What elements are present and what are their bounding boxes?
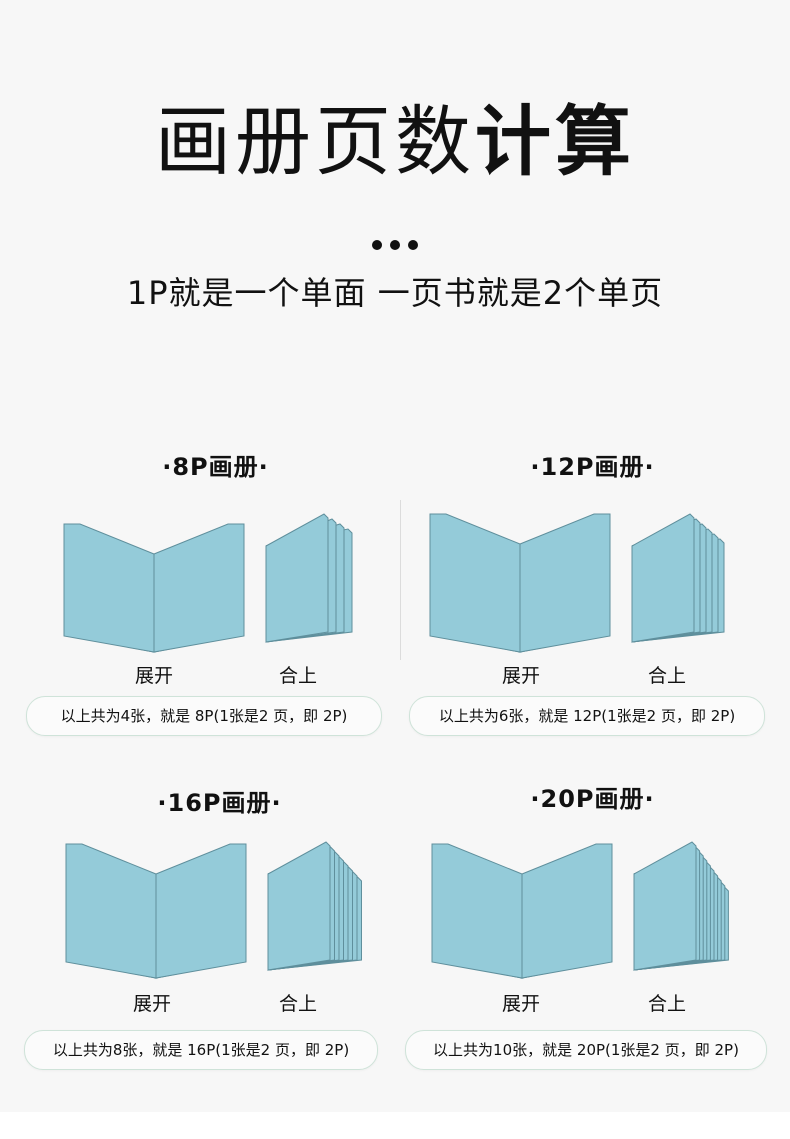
open-label: 展开 bbox=[501, 665, 540, 687]
brochure-block-8p: ·8P画册· 展开 合上 以上共为4张，就是 8P(1张是2 页，即 2P) bbox=[0, 450, 395, 750]
block-heading: ·8P画册· bbox=[162, 453, 269, 481]
open-label: 展开 bbox=[501, 993, 540, 1015]
open-book-icon bbox=[63, 523, 245, 653]
block-heading: ·16P画册· bbox=[157, 789, 282, 817]
note-pill: 以上共为4张，就是 8P(1张是2 页，即 2P) bbox=[26, 696, 382, 736]
closed-book-icon bbox=[267, 841, 362, 971]
open-book-icon bbox=[431, 843, 613, 979]
closed-label: 合上 bbox=[647, 665, 686, 687]
open-label: 展开 bbox=[134, 665, 173, 687]
note-pill: 以上共为6张，就是 12P(1张是2 页，即 2P) bbox=[409, 696, 765, 736]
closed-book-icon bbox=[265, 513, 353, 643]
subtitle: 1P就是一个单面 一页书就是2个单页 bbox=[126, 274, 664, 312]
closed-book-icon bbox=[633, 841, 729, 971]
brochure-block-12p: ·12P画册· 展开 合上 以上共为6张，就是 12P(1张是2 页，即 2P) bbox=[395, 450, 790, 750]
block-heading: ·20P画册· bbox=[530, 785, 655, 813]
closed-label: 合上 bbox=[278, 993, 317, 1015]
page-title: 画册页数计算 bbox=[0, 92, 790, 192]
brochure-block-16p: ·16P画册· 展开 合上 以上共为8张，就是 16P(1张是2 页，即 2P) bbox=[0, 784, 395, 1084]
column-divider bbox=[400, 500, 401, 660]
footer-band bbox=[0, 1112, 790, 1139]
note-pill: 以上共为8张，就是 16P(1张是2 页，即 2P) bbox=[24, 1030, 378, 1070]
closed-book-icon bbox=[631, 513, 725, 643]
note-pill: 以上共为10张，就是 20P(1张是2 页，即 2P) bbox=[405, 1030, 767, 1070]
closed-label: 合上 bbox=[278, 665, 317, 687]
ellipsis-icon bbox=[0, 240, 790, 250]
page-title-bold: 计算 bbox=[475, 97, 635, 186]
closed-label: 合上 bbox=[647, 993, 686, 1015]
open-label: 展开 bbox=[132, 993, 171, 1015]
brochure-block-20p: ·20P画册· 展开 合上 以上共为10张，就是 20P(1张是2 页，即 2P… bbox=[395, 784, 790, 1084]
page-title-light: 画册页数 bbox=[155, 97, 475, 186]
open-book-icon bbox=[65, 843, 247, 979]
block-heading: ·12P画册· bbox=[530, 453, 655, 481]
open-book-icon bbox=[429, 513, 611, 653]
